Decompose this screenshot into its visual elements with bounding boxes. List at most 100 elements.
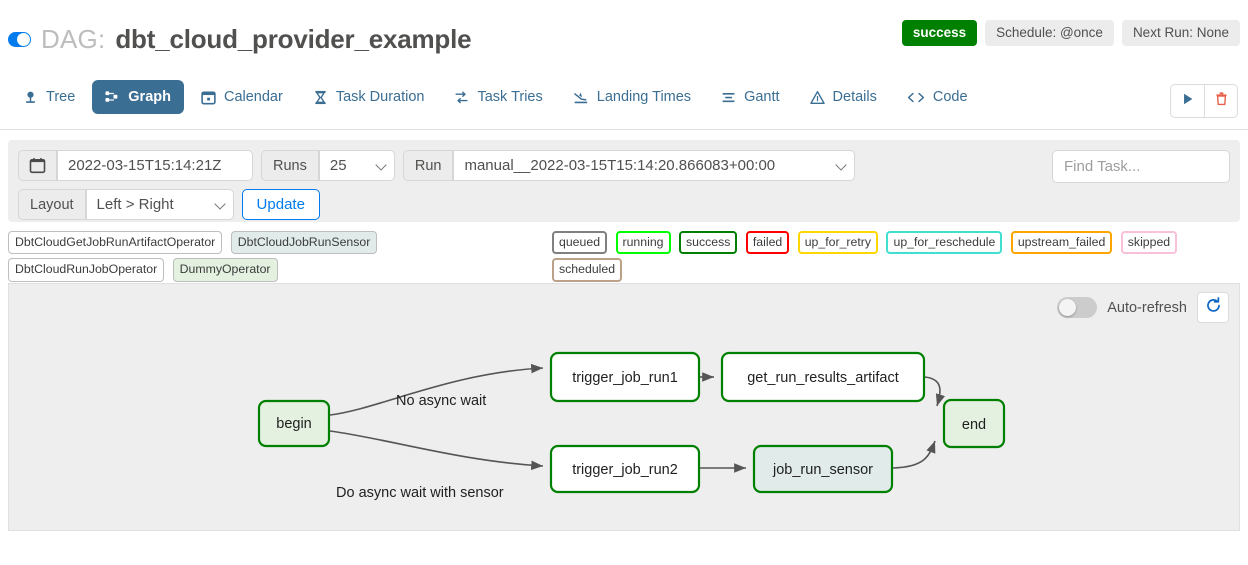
edge-job_run_sensor-end: [892, 440, 936, 469]
task-node-label: trigger_job_run2: [572, 462, 678, 478]
auto-refresh-toggle[interactable]: [1057, 297, 1098, 318]
tab-task-tries[interactable]: Task Tries: [441, 80, 555, 114]
run-label: Run: [402, 150, 454, 181]
legend-state-upstream-failed[interactable]: upstream_failed: [1010, 231, 1113, 255]
layout-value: Left > Right: [96, 196, 174, 213]
gantt-icon: [721, 90, 736, 105]
task-node-begin[interactable]: begin: [257, 399, 331, 448]
task-node-get_run_results_artifact[interactable]: get_run_results_artifact: [720, 351, 926, 403]
edge-label: Do async wait with sensor: [336, 485, 504, 501]
task-node-label: end: [962, 417, 986, 433]
legend-operator[interactable]: DbtCloudGetJobRunArtifactOperator: [8, 231, 223, 255]
calendar-icon: [201, 90, 216, 105]
graph-icon: [105, 90, 120, 105]
filter-toolbar: 2022-03-15T15:14:21Z Runs 25 Run manual_…: [8, 140, 1240, 222]
schedule-badge[interactable]: Schedule: @once: [985, 20, 1114, 46]
page-title: dbt_cloud_provider_example: [115, 24, 472, 54]
dag-graph-canvas[interactable]: No async wait Do async wait with sensor …: [9, 284, 1239, 530]
update-button[interactable]: Update: [241, 189, 320, 220]
legend: DbtCloudGetJobRunArtifactOperator DbtClo…: [6, 231, 1242, 309]
tab-calendar[interactable]: Calendar: [188, 80, 296, 114]
tab-label: Gantt: [744, 89, 780, 105]
tab-graph[interactable]: Graph: [92, 80, 184, 114]
task-node-label: trigger_job_run1: [572, 370, 678, 386]
view-tabs: Tree Graph Calendar Task Duration Task T: [10, 80, 981, 114]
tab-task-duration[interactable]: Task Duration: [300, 80, 438, 114]
auto-refresh-controls: Auto-refresh: [1057, 292, 1229, 323]
legend-state-queued[interactable]: queued: [552, 231, 608, 255]
chevron-down-icon: [835, 158, 848, 171]
edge-begin-trigger_job_run1: [329, 363, 544, 416]
num-runs-group: Runs 25: [261, 150, 395, 181]
task-node-label: job_run_sensor: [772, 462, 873, 478]
search-input[interactable]: Find Task...: [1052, 150, 1230, 183]
delete-dag-button[interactable]: [1204, 84, 1238, 118]
task-node-job_run_sensor[interactable]: job_run_sensor: [752, 444, 894, 494]
chevron-down-icon: [213, 197, 226, 210]
next-run-badge[interactable]: Next Run: None: [1121, 20, 1240, 46]
dag-graph-panel: Auto-refresh No async: [8, 283, 1240, 531]
run-group: Run manual__2022-03-15T15:14:20.866083+0…: [402, 150, 856, 181]
dag-actions: [1170, 84, 1238, 118]
tab-label: Calendar: [223, 89, 283, 105]
tab-label: Code: [932, 89, 968, 105]
trigger-dag-button[interactable]: [1170, 84, 1204, 118]
task-node-label: get_run_results_artifact: [747, 370, 899, 386]
task-node-label: begin: [276, 416, 311, 432]
dag-pause-toggle-icon[interactable]: [8, 32, 31, 47]
hourglass-icon: [313, 90, 328, 105]
tab-label: Graph: [128, 89, 171, 105]
page-header: DAG: dbt_cloud_provider_example success …: [0, 0, 1248, 72]
tab-tree[interactable]: Tree: [10, 80, 88, 114]
play-icon: [1181, 92, 1195, 111]
view-tabs-bar: Tree Graph Calendar Task Duration Task T: [0, 72, 1248, 130]
legend-state-up-for-reschedule[interactable]: up_for_reschedule: [886, 231, 1003, 255]
operator-legend: DbtCloudGetJobRunArtifactOperator DbtClo…: [8, 231, 538, 286]
task-node-end[interactable]: end: [942, 398, 1006, 449]
legend-state-success[interactable]: success: [678, 231, 738, 255]
graph-edge-labels: No async wait Do async wait with sensor: [336, 393, 504, 501]
legend-state-up-for-retry[interactable]: up_for_retry: [797, 231, 879, 255]
retry-icon: [454, 90, 469, 105]
auto-refresh-label: Auto-refresh: [1107, 299, 1187, 316]
header-badges: success Schedule: @once Next Run: None: [901, 20, 1240, 46]
dag-label: DAG:: [41, 24, 106, 54]
calendar-icon[interactable]: [18, 150, 57, 181]
graph-nodes: begin trigger_job_run1 get_run_results_a…: [257, 351, 1006, 494]
run-value: manual__2022-03-15T15:14:20.866083+00:00: [464, 157, 776, 174]
run-select[interactable]: manual__2022-03-15T15:14:20.866083+00:00: [453, 150, 856, 181]
landing-icon: [573, 90, 589, 105]
edge-get_run_results_artifact-end: [924, 376, 946, 407]
task-node-trigger_job_run1[interactable]: trigger_job_run1: [549, 351, 701, 403]
trash-icon: [1214, 91, 1229, 111]
num-runs-value: 25: [329, 157, 347, 174]
legend-state-running[interactable]: running: [615, 231, 671, 255]
legend-state-scheduled[interactable]: scheduled: [552, 258, 623, 282]
tab-label: Details: [832, 89, 877, 105]
graph-edges: [329, 363, 946, 473]
status-badge: success: [901, 20, 978, 46]
tab-code[interactable]: Code: [894, 80, 981, 114]
refresh-button[interactable]: [1197, 292, 1229, 323]
legend-state-failed[interactable]: failed: [745, 231, 790, 255]
legend-operator[interactable]: DbtCloudJobRunSensor: [230, 231, 378, 255]
base-date-group: 2022-03-15T15:14:21Z: [18, 150, 253, 181]
runs-label: Runs: [261, 150, 319, 181]
num-runs-select[interactable]: 25: [318, 150, 395, 181]
task-node-trigger_job_run2[interactable]: trigger_job_run2: [549, 444, 701, 494]
layout-select[interactable]: Left > Right: [85, 189, 234, 220]
tab-landing-times[interactable]: Landing Times: [560, 80, 704, 114]
code-icon: [907, 90, 925, 105]
filter-row-top: 2022-03-15T15:14:21Z Runs 25 Run manual_…: [18, 150, 1230, 181]
refresh-icon: [1205, 296, 1222, 319]
chevron-down-icon: [375, 158, 387, 171]
tab-label: Landing Times: [596, 89, 692, 105]
legend-operator[interactable]: DbtCloudRunJobOperator: [8, 258, 165, 282]
layout-label: Layout: [18, 189, 86, 220]
base-date-input[interactable]: 2022-03-15T15:14:21Z: [57, 150, 253, 181]
triangle-info-icon: [809, 90, 825, 105]
tab-details[interactable]: Details: [797, 80, 890, 114]
tab-gantt[interactable]: Gantt: [708, 80, 792, 114]
legend-state-skipped[interactable]: skipped: [1120, 231, 1178, 255]
legend-operator[interactable]: DummyOperator: [172, 258, 278, 282]
